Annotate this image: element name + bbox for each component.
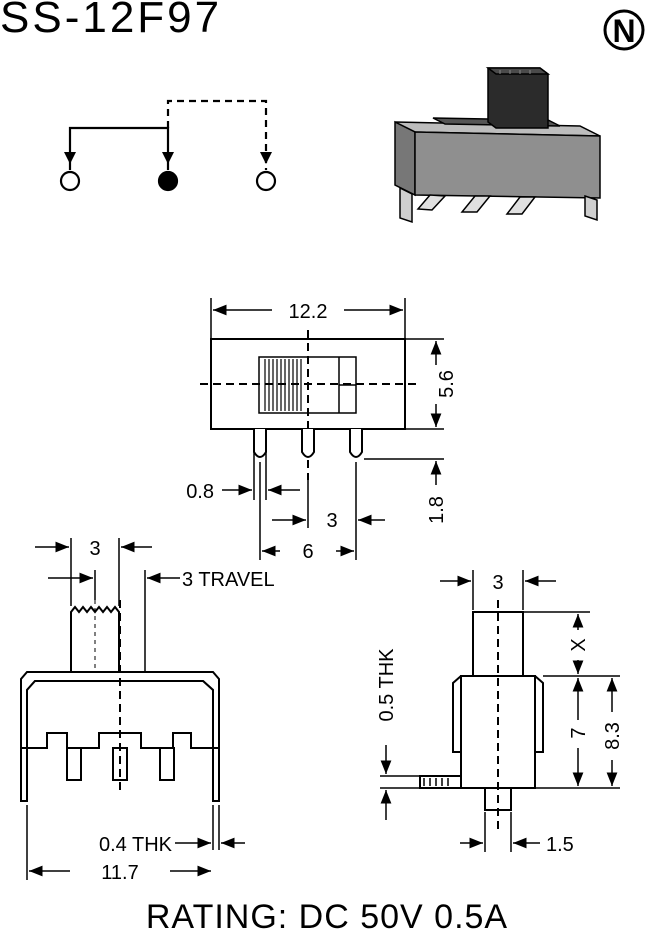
dim-side-actuator-width: 3 (492, 572, 503, 594)
top-view-dimensions (210, 298, 444, 560)
dim-actuator-width: 3 (89, 538, 100, 560)
dim-actuator-height: X (568, 638, 590, 651)
top-view (200, 330, 420, 480)
page-title: SS-12F97 (0, 0, 223, 42)
dim-frame-thickness: 0.4 THK (99, 834, 173, 856)
dim-body-width: 11.7 (101, 862, 138, 884)
terminal-open-right (255, 170, 277, 192)
dim-terminal-offset: 1.5 (546, 834, 574, 856)
side-view (419, 600, 544, 830)
terminal-open-left (59, 170, 81, 192)
technical-drawing: N (20, 9, 645, 884)
dim-body-height: 7 (568, 727, 590, 738)
circuit-schematic (59, 99, 277, 192)
terminal-common (157, 170, 179, 192)
brand-logo: N (603, 9, 645, 51)
dim-pin-length: 1.8 (426, 496, 448, 524)
brand-logo-letter: N (612, 13, 635, 49)
side-view-dimensions (380, 570, 620, 852)
dim-total-height: 8.3 (602, 722, 624, 750)
dim-pin-pitch: 3 (326, 510, 337, 532)
dim-terminal-thickness: 0.5 THK (376, 648, 398, 722)
rating-label: RATING: DC 50V 0.5A (145, 898, 509, 936)
dim-top-height: 5.6 (436, 370, 458, 398)
switch-product-image (394, 67, 601, 224)
dim-pin-width: 0.8 (186, 481, 214, 503)
front-view-dimensions (26, 538, 245, 880)
dim-travel: 3 TRAVEL (182, 569, 275, 591)
dim-pin-span: 6 (302, 541, 313, 563)
dim-top-width: 12.2 (289, 301, 328, 323)
front-view (20, 600, 220, 802)
